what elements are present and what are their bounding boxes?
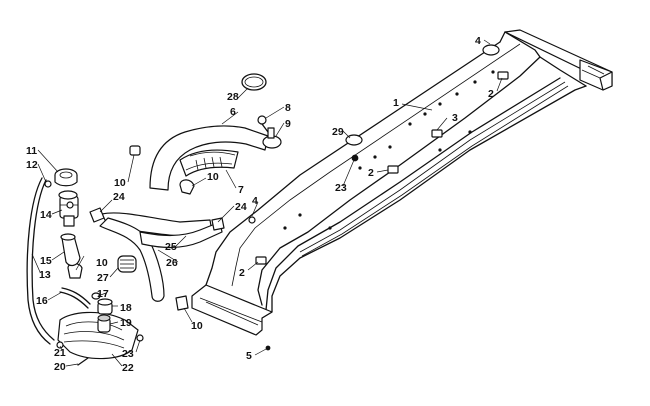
heat-exchanger-tunnel	[191, 29, 613, 336]
callout-1: 1	[393, 97, 399, 109]
cap-19	[97, 314, 111, 333]
hose-25	[139, 221, 223, 249]
elbow-15	[60, 233, 81, 267]
leader-lines	[31, 39, 503, 367]
callout-2: 2	[239, 267, 245, 279]
spring-27	[117, 255, 137, 273]
callout-15: 15	[40, 255, 52, 267]
callout-6: 6	[230, 106, 236, 118]
callout-17: 17	[97, 288, 109, 300]
spring-clamp-28	[241, 73, 267, 91]
grommet-18	[97, 298, 113, 315]
callout-23: 23	[122, 348, 134, 360]
callout-19: 19	[120, 317, 132, 329]
callout-23: 23	[335, 182, 347, 194]
rivets	[283, 70, 495, 230]
fittings-12	[44, 180, 74, 209]
callout-22: 22	[122, 362, 134, 374]
hose-13	[26, 177, 55, 345]
grommet-17	[91, 292, 101, 300]
callout-16: 16	[36, 295, 48, 307]
callout-24: 24	[113, 191, 125, 203]
callout-10: 10	[207, 171, 219, 183]
lower-hose	[99, 212, 213, 302]
upper-hose	[149, 125, 269, 191]
callout-5: 5	[246, 350, 252, 362]
callout-18: 18	[120, 302, 132, 314]
callout-26: 26	[166, 257, 178, 269]
callout-24: 24	[235, 201, 247, 213]
callout-10: 10	[114, 177, 126, 189]
hose-clamps-10	[67, 145, 195, 311]
callout-8: 8	[285, 102, 291, 114]
hose-16	[59, 287, 91, 309]
callout-12: 12	[26, 159, 38, 171]
callout-21: 21	[54, 347, 66, 359]
callout-4: 4	[475, 35, 481, 47]
callout-25: 25	[165, 241, 177, 253]
callout-27: 27	[97, 272, 109, 284]
callout-3: 3	[452, 112, 458, 124]
callout-2: 2	[368, 167, 374, 179]
screws-20-21-23	[56, 334, 271, 366]
callout-10: 10	[96, 257, 108, 269]
callout-7: 7	[238, 184, 244, 196]
clamp-9	[262, 127, 282, 149]
callout-28: 28	[227, 91, 239, 103]
callout-10: 10	[191, 320, 203, 332]
callout-4: 4	[252, 195, 258, 207]
callout-9: 9	[285, 118, 291, 130]
callout-13: 13	[39, 269, 51, 281]
callout-29: 29	[332, 126, 344, 138]
callout-14: 14	[40, 209, 52, 221]
pressure-cap	[54, 168, 78, 187]
callout-2: 2	[488, 88, 494, 100]
brackets-2-3	[255, 71, 509, 265]
callout-20: 20	[54, 361, 66, 373]
coolant-fill-neck	[58, 190, 79, 227]
washers-4-29	[248, 44, 500, 224]
callout-11: 11	[26, 145, 37, 157]
reservoir-tank	[57, 311, 139, 360]
screw-8	[257, 115, 269, 133]
callout-labels: 1 2 2 2 3 4 4 5 6 7 8 9 10 10 10 10 11 1…	[26, 35, 494, 374]
